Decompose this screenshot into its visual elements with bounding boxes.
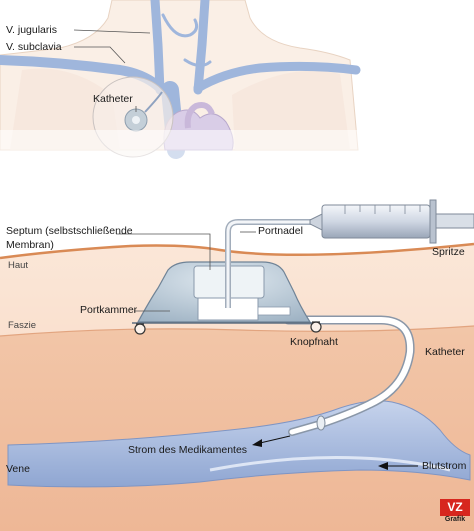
logo-subtitle: Grafik [444, 516, 466, 523]
cross-section [0, 106, 474, 531]
vena-jugularis-left [150, 0, 165, 95]
label-spritze: Spritze [432, 246, 465, 258]
skin-surface-line [0, 242, 474, 260]
lung-left [10, 68, 120, 150]
aorta [184, 102, 215, 129]
catheter-connector [316, 415, 326, 431]
vena-subclavia-right [193, 61, 361, 93]
vz-grafik-logo: VZ Grafik [440, 499, 470, 527]
label-strom-des-medikamentes: Strom des Medikamentes [128, 444, 248, 456]
suture-right [310, 321, 322, 333]
catheter-tip-inside-vein-inner [289, 421, 323, 435]
label-haut: Haut [8, 260, 29, 271]
label-septum-line1: Septum (selbstschließende [6, 225, 133, 237]
arrow-blood-flow [378, 462, 418, 470]
label-vene: Vene [6, 463, 30, 475]
torso-illustration [0, 0, 361, 160]
label-katheter-right: Katheter [425, 346, 465, 358]
vena-subclavia-left [0, 55, 165, 93]
vena-jugularis-right [193, 0, 210, 95]
torso-fade [0, 130, 360, 160]
logo-mark: VZ [440, 499, 470, 516]
vein-inner-fold [209, 456, 451, 472]
suture-left [134, 323, 146, 335]
port-outlet [257, 306, 291, 316]
label-katheter-top: Katheter [93, 93, 133, 105]
port-miniature-center [132, 116, 140, 124]
label-faszie: Faszie [8, 320, 36, 331]
catheter-tube-inner [285, 317, 414, 427]
label-v-jugularis: V. jugularis [6, 24, 57, 36]
label-v-subclavia: V. subclavia [6, 41, 62, 53]
port-needle-inner [226, 220, 320, 308]
vein-branch [161, 13, 199, 38]
leader-septum [116, 233, 211, 270]
label-blutstrom: Blutstrom [422, 460, 467, 472]
leader-jugularis [73, 29, 151, 34]
syringe [309, 199, 474, 244]
label-portnadel: Portnadel [258, 225, 303, 237]
vein-branch-2 [183, 58, 212, 67]
arrow-medication-flow [252, 435, 291, 447]
vein [7, 400, 471, 488]
catheter-miniature [144, 91, 163, 113]
label-portkammer: Portkammer [80, 304, 138, 316]
label-knopfnaht: Knopfnaht [290, 336, 338, 348]
label-septum-line2: Membran) [6, 239, 54, 251]
leader-subclavia [74, 46, 126, 64]
